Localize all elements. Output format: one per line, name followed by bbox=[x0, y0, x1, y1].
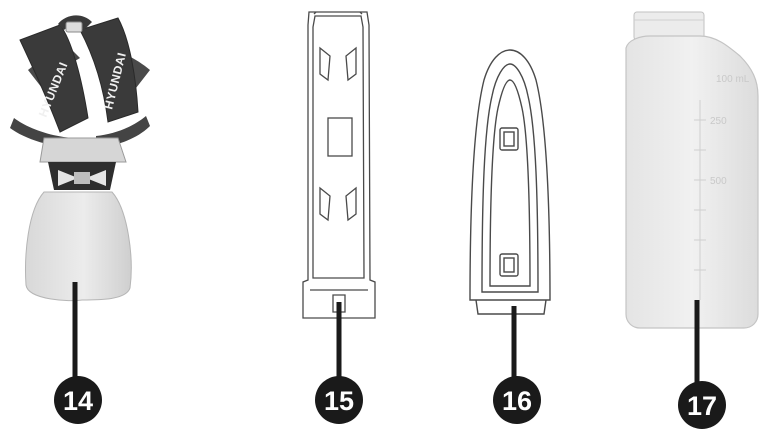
callout-14: 14 bbox=[54, 376, 102, 424]
bottle-illustration: 100 mL 250 500 bbox=[625, 11, 759, 388]
callout-label-16: 16 bbox=[502, 386, 532, 416]
callout-label-17: 17 bbox=[687, 391, 717, 421]
right-shoulder-pad: HYUNDAI bbox=[79, 17, 139, 123]
callout-label-14: 14 bbox=[63, 386, 93, 416]
callout-15: 15 bbox=[315, 376, 363, 424]
callout-label-15: 15 bbox=[324, 386, 354, 416]
guard-illustration bbox=[302, 11, 376, 378]
bottle-scale-mark-1: 250 bbox=[710, 116, 727, 127]
bottle-scale-mark-2: 500 bbox=[710, 176, 727, 187]
cover-illustration bbox=[469, 49, 551, 378]
harness-illustration: HYUNDAI HYUNDAI bbox=[10, 15, 150, 378]
bottle-scale-top: 100 mL bbox=[716, 74, 750, 85]
left-shoulder-pad: HYUNDAI bbox=[19, 24, 89, 133]
callout-16: 16 bbox=[493, 376, 541, 424]
callout-17: 17 bbox=[678, 381, 726, 429]
